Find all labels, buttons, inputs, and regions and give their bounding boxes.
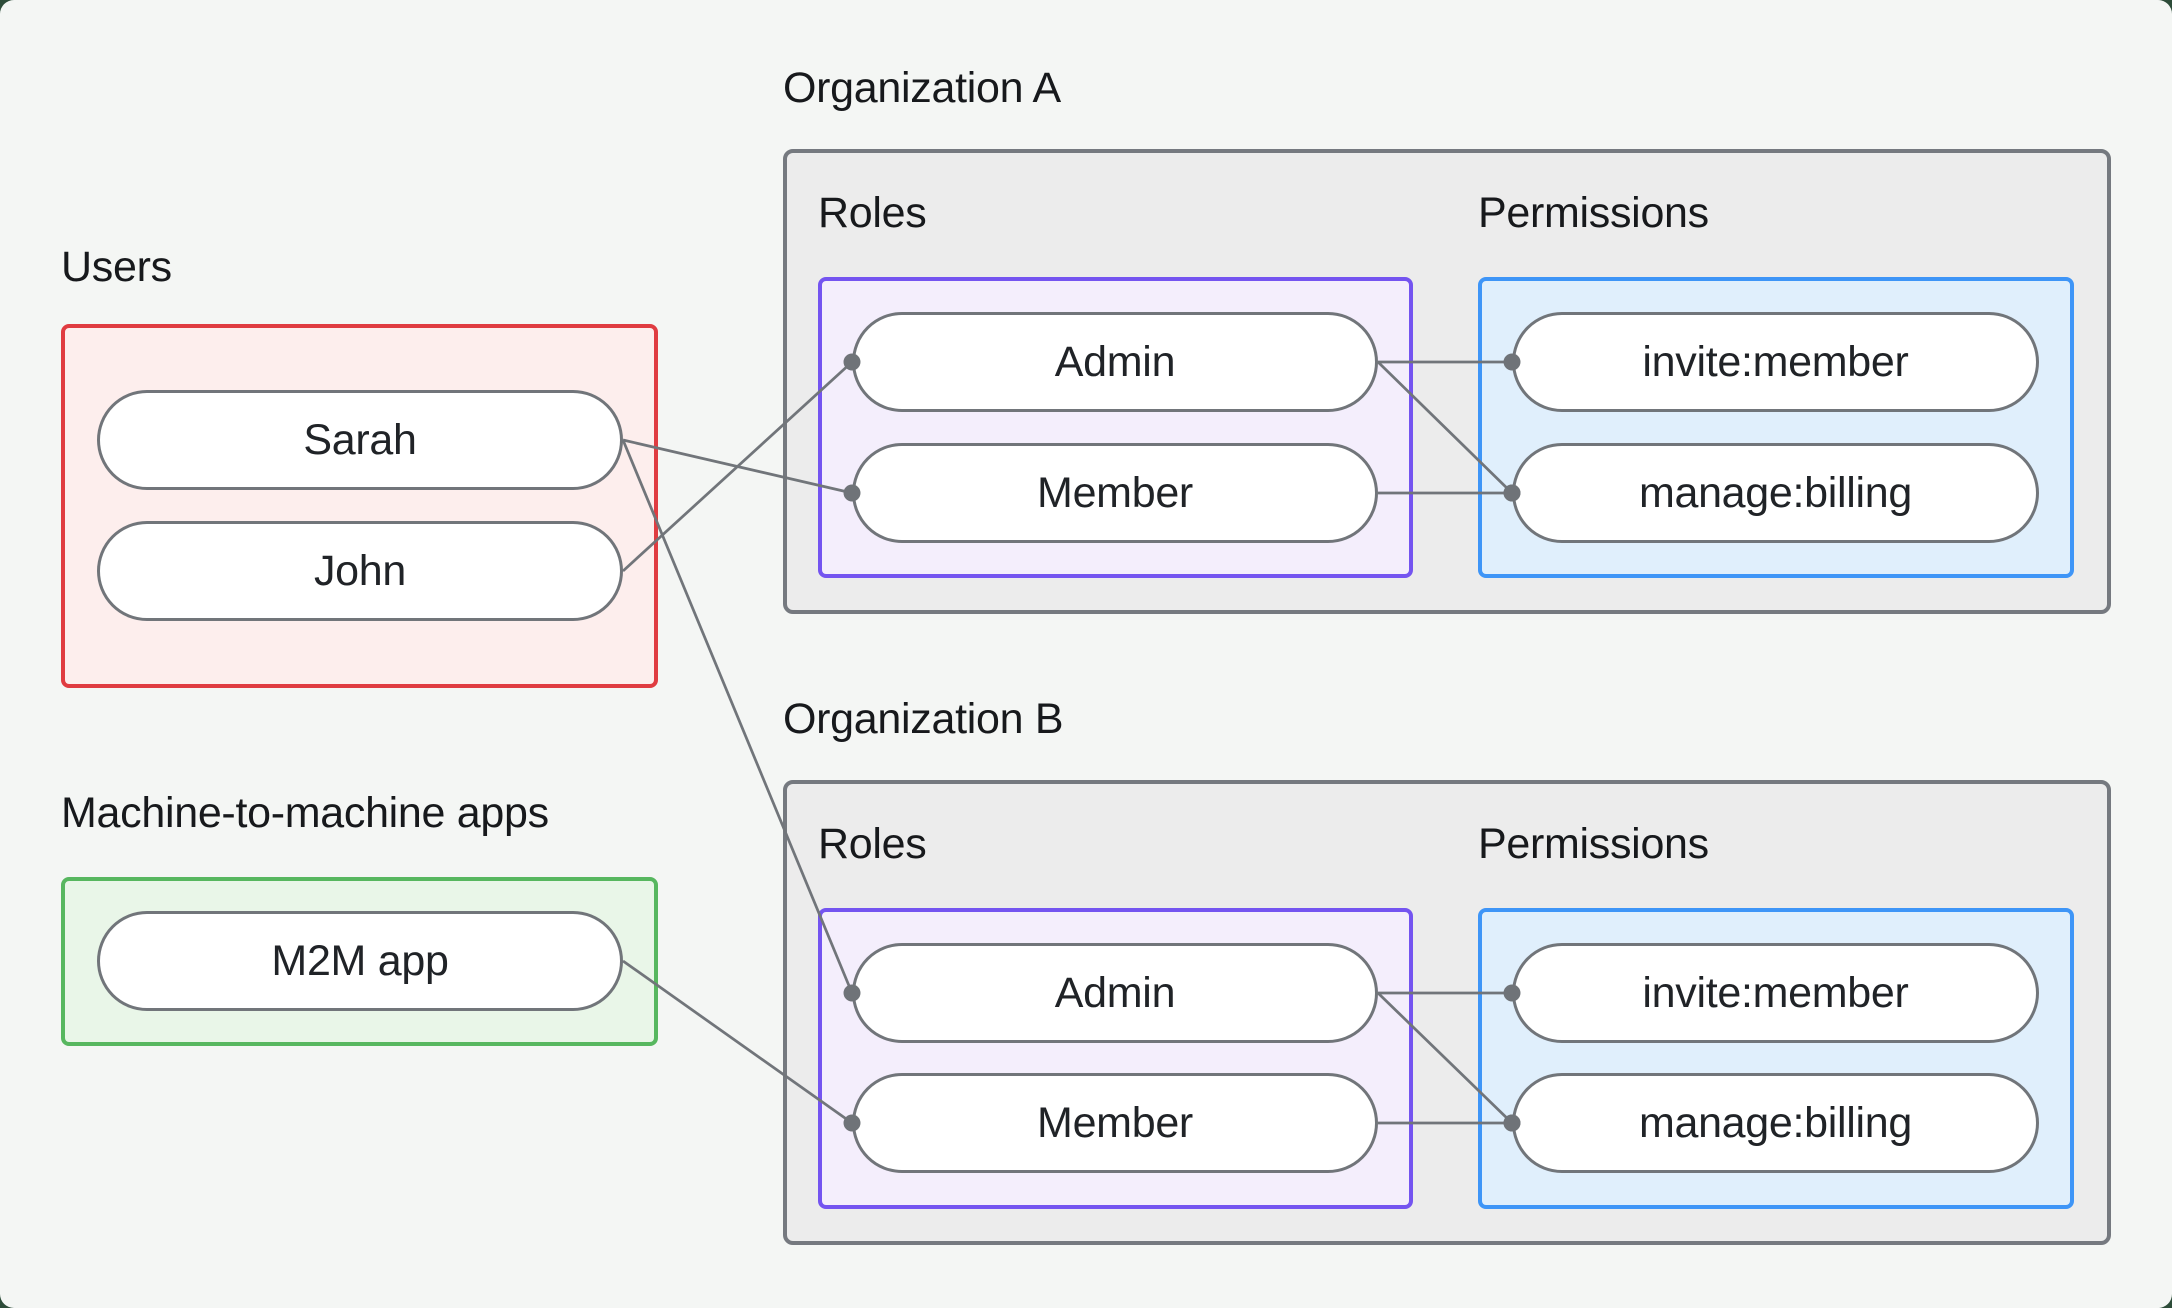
org-b-role-member: Member (852, 1073, 1378, 1173)
org-b-title: Organization B (783, 695, 1064, 743)
org-a-role-admin: Admin (852, 312, 1378, 412)
org-a-permissions-label: Permissions (1478, 189, 1709, 237)
org-a-title: Organization A (783, 64, 1061, 112)
org-b-roles-label: Roles (818, 820, 927, 868)
users-group-box (61, 324, 658, 688)
m2m-group-label: Machine-to-machine apps (61, 789, 549, 837)
org-b-permissions-label: Permissions (1478, 820, 1709, 868)
org-a-permission-manage-billing: manage:billing (1512, 443, 2039, 543)
org-b-role-admin: Admin (852, 943, 1378, 1043)
org-a-role-member: Member (852, 443, 1378, 543)
users-group-label: Users (61, 243, 172, 291)
org-a-permission-invite-member: invite:member (1512, 312, 2039, 412)
org-b-permission-manage-billing: manage:billing (1512, 1073, 2039, 1173)
org-a-roles-label: Roles (818, 189, 927, 237)
org-b-permission-invite-member: invite:member (1512, 943, 2039, 1043)
user-node-john: John (97, 521, 623, 621)
m2m-app-node: M2M app (97, 911, 623, 1011)
user-node-sarah: Sarah (97, 390, 623, 490)
